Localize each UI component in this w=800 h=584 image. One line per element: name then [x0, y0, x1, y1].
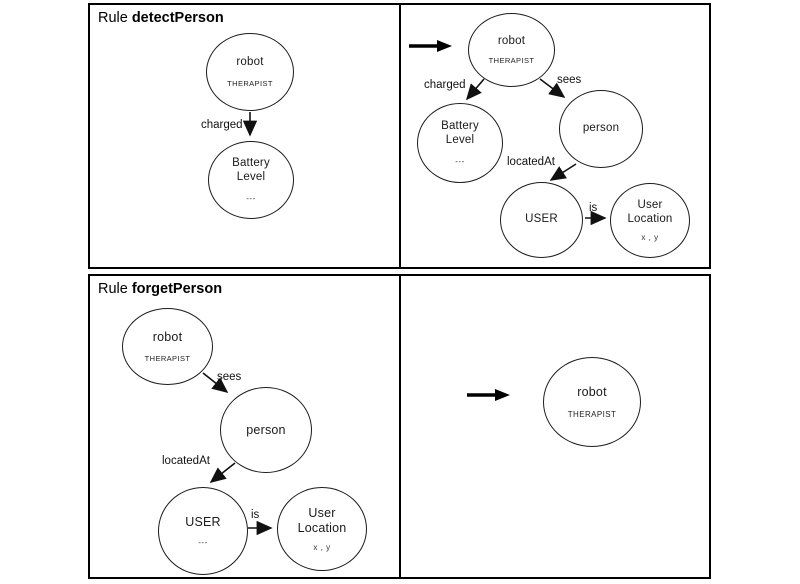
- node-label: Level: [236, 171, 266, 183]
- node-label: User: [637, 199, 663, 212]
- node-attr-label: ---: [455, 156, 465, 166]
- node-label: robot: [236, 56, 264, 69]
- node-person: person: [559, 90, 643, 168]
- node-robot: robot THERAPIST: [206, 33, 294, 111]
- node-attr-label: x , y: [313, 542, 331, 552]
- edge-label-is: is: [251, 509, 260, 521]
- rule-title-prefix: Rule: [98, 281, 128, 297]
- edge-label-charged: charged: [201, 119, 243, 131]
- node-user: USER: [500, 182, 583, 258]
- node-type-label: THERAPIST: [567, 409, 617, 419]
- node-robot: robot THERAPIST: [122, 308, 213, 385]
- node-type-label: THERAPIST: [144, 353, 191, 363]
- node-person: person: [220, 387, 312, 473]
- edge-label-is: is: [589, 202, 598, 214]
- node-label: person: [582, 122, 620, 135]
- node-label: USER: [525, 213, 558, 226]
- node-label: Level: [445, 134, 475, 146]
- node-label: Location: [627, 213, 673, 225]
- lhs-rhs-divider: [399, 276, 401, 577]
- node-label: Battery: [232, 157, 270, 170]
- node-label: robot: [152, 330, 183, 345]
- node-type-label: THERAPIST: [227, 78, 273, 88]
- node-label: robot: [497, 35, 526, 48]
- edge-label-sees: sees: [217, 371, 242, 383]
- edge-label-charged: charged: [424, 79, 466, 91]
- node-robot: robot THERAPIST: [543, 357, 641, 447]
- rule-title-prefix: Rule: [98, 10, 128, 26]
- node-label: robot: [577, 385, 607, 400]
- edge-label-locatedat: locatedAt: [507, 156, 555, 168]
- node-type-label: THERAPIST: [488, 55, 535, 65]
- rule-title-name: detectPerson: [131, 10, 224, 26]
- node-battery-level: Battery Level ---: [208, 141, 294, 219]
- node-user: USER ---: [158, 487, 248, 575]
- node-label: USER: [185, 514, 221, 529]
- node-label: User: [308, 506, 336, 521]
- node-label: person: [246, 422, 286, 437]
- node-attr-label: ---: [246, 193, 256, 203]
- rule-title-name: forgetPerson: [131, 281, 223, 297]
- node-label: Battery: [441, 120, 479, 133]
- node-label: Location: [297, 521, 347, 535]
- edge-label-sees: sees: [557, 74, 582, 86]
- lhs-rhs-divider: [399, 5, 401, 267]
- node-user-location: User Location x , y: [610, 183, 690, 258]
- node-battery-level: Battery Level ---: [417, 103, 503, 183]
- node-robot: robot THERAPIST: [468, 13, 555, 87]
- node-attr-label: ---: [198, 538, 208, 548]
- node-user-location: User Location x , y: [277, 487, 367, 571]
- node-attr-label: x , y: [641, 232, 659, 242]
- edge-label-locatedat: locatedAt: [162, 455, 210, 467]
